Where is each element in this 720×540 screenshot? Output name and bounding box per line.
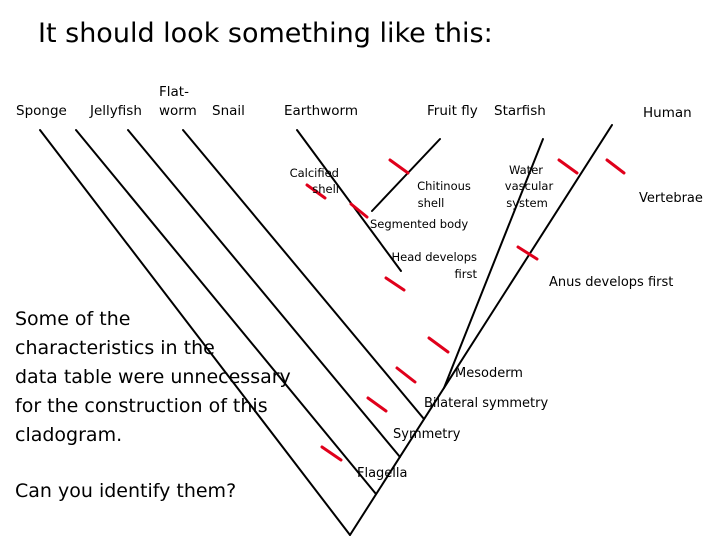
note-line-4: for the construction of this <box>15 395 268 417</box>
label-chitinous-shell-2: shell <box>418 196 445 210</box>
taxon-jellyfish: Jellyfish <box>89 103 142 119</box>
marker-flagella <box>320 445 343 462</box>
label-calcified-shell-2: shell <box>312 182 339 196</box>
label-segmented-body: Segmented body <box>370 217 468 231</box>
note-line-5: cladogram. <box>15 424 123 446</box>
marker-head-develops <box>384 276 406 292</box>
taxon-flatworm-line2: worm <box>159 103 197 119</box>
marker-bilateral-symmetry <box>395 366 417 384</box>
slide-title: It should look something like this: <box>38 18 493 49</box>
taxon-earthworm: Earthworm <box>284 103 358 119</box>
marker-symmetry <box>366 396 388 413</box>
label-head-develops-2: first <box>455 267 478 281</box>
taxon-sponge: Sponge <box>16 103 67 119</box>
taxon-snail: Snail <box>212 103 245 119</box>
label-vertebrae: Vertebrae <box>639 191 703 206</box>
marker-anus-develops <box>516 245 539 261</box>
label-water-vascular-2: vascular <box>505 179 554 193</box>
taxon-flatworm-line1: Flat- <box>159 84 189 100</box>
label-mesoderm: Mesoderm <box>455 366 523 381</box>
cladogram-branches <box>39 124 613 536</box>
label-anus-develops-first: Anus develops first <box>549 275 673 290</box>
branch-sponge <box>39 129 351 536</box>
branch-flatworm <box>127 129 401 458</box>
label-flagella: Flagella <box>357 466 408 481</box>
marker-mesoderm <box>427 336 450 354</box>
branch-fruit-fly <box>371 138 441 212</box>
characteristic-labels: Calcified shell Chitinous shell Segmente… <box>290 163 703 481</box>
question-text: Can you identify them? <box>15 480 237 502</box>
taxa-labels: Sponge Jellyfish Flat- worm Snail Earthw… <box>16 84 692 121</box>
protostome-branch <box>443 138 544 389</box>
note-line-3: data table were unnecessary <box>15 366 291 388</box>
branch-earthworm <box>296 129 402 272</box>
label-head-develops-1: Head develops <box>391 250 477 264</box>
label-water-vascular-1: Water <box>509 163 543 177</box>
marker-water-vascular <box>557 158 579 175</box>
taxon-starfish: Starfish <box>494 103 546 119</box>
label-bilateral-symmetry: Bilateral symmetry <box>424 396 548 411</box>
trait-markers <box>305 158 626 462</box>
note-text: Some of the characteristics in the data … <box>15 305 291 450</box>
branch-snail <box>182 129 425 420</box>
branch-jellyfish <box>75 129 377 495</box>
marker-chitinous-shell <box>388 158 410 175</box>
note-line-2: characteristics in the <box>15 337 215 359</box>
marker-vertebrae <box>605 158 626 175</box>
taxon-fruit-fly: Fruit fly <box>427 103 478 119</box>
label-water-vascular-3: system <box>506 196 548 210</box>
note-line-1: Some of the <box>15 308 131 330</box>
label-calcified-shell-1: Calcified <box>290 166 339 180</box>
label-chitinous-shell-1: Chitinous <box>417 179 471 193</box>
trunk-line <box>349 124 613 536</box>
marker-segmented-body <box>349 202 369 219</box>
label-symmetry: Symmetry <box>393 427 461 442</box>
taxon-human: Human <box>643 105 692 121</box>
marker-calcified-shell <box>305 183 327 200</box>
